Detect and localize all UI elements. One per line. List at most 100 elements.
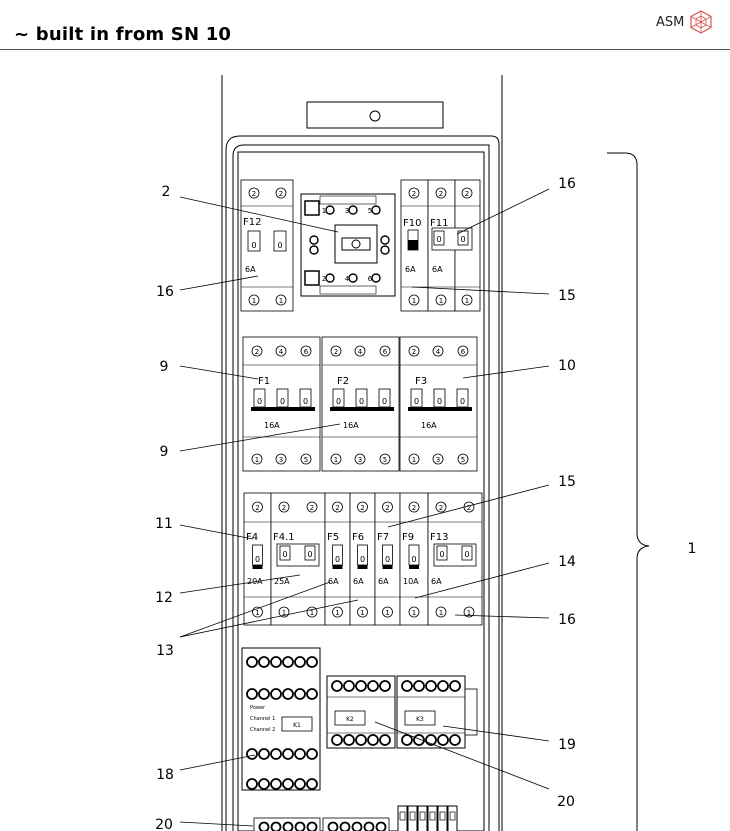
main-switch-screw-bl — [304, 270, 320, 286]
page-title: ~ built in from SN 10 — [14, 24, 232, 45]
brand-name: ASM — [656, 14, 685, 30]
strip-terminal — [327, 821, 339, 831]
strip-terminal — [294, 821, 306, 831]
callout-number: 14 — [558, 554, 576, 570]
switch-f13-b-mark: 0 — [464, 550, 469, 559]
switch-f3-a-mark: 0 — [414, 397, 419, 406]
terminal-top — [408, 501, 420, 513]
switch-f13-a-mark: 0 — [439, 550, 444, 559]
main-switch-bottom-rail — [319, 285, 377, 295]
contactor-terminal — [401, 734, 413, 746]
terminal-bottom-num: 1 — [360, 609, 364, 617]
terminal-top-num: 2 — [467, 504, 471, 512]
contactor-terminal — [367, 680, 379, 692]
leader-line — [179, 196, 339, 233]
switch-f12-a — [247, 230, 261, 252]
switch-f2-a-mark: 0 — [336, 397, 341, 406]
leader-line — [179, 581, 331, 638]
terminal-top — [332, 501, 343, 513]
relay-terminal — [270, 748, 282, 760]
terminal-bottom-num: 1 — [412, 297, 416, 305]
terminal-top-num: 2 — [412, 504, 416, 512]
terminal-top-num: 2 — [282, 504, 286, 512]
relay-terminal — [258, 688, 270, 700]
terminal-top — [252, 501, 263, 513]
mounting-plate — [237, 151, 485, 831]
relay-terminal — [294, 656, 306, 668]
leader-line — [179, 275, 259, 291]
breaker-f3-rating: 16A — [421, 421, 437, 430]
terminal-bottom-num: 1 — [385, 609, 389, 617]
relay-terminal — [306, 656, 318, 668]
terminal-bottom — [432, 453, 444, 465]
terminal-bottom-num: 3 — [436, 456, 440, 464]
leader-line — [179, 599, 359, 638]
contactor-terminal — [331, 734, 343, 746]
terminal-top — [306, 501, 318, 513]
main-switch-top-rail — [319, 195, 377, 205]
leader-line — [179, 754, 256, 771]
breaker-f5-label: F5 — [327, 532, 339, 543]
breaker-f12-label: F12 — [243, 217, 261, 228]
relay-terminal — [282, 778, 294, 790]
terminal-top-num: 2 — [412, 190, 416, 198]
terminal-block-screw — [419, 811, 426, 821]
terminal-bottom — [332, 606, 343, 618]
leader-line — [374, 721, 550, 790]
assembly-brace-icon — [607, 152, 650, 831]
terminal-top-num: 2 — [412, 348, 416, 356]
breaker-f11-label: F11 — [430, 218, 448, 229]
breaker-f9-label: F9 — [402, 532, 414, 543]
leader-line — [179, 574, 301, 594]
contactor-terminal — [437, 680, 449, 692]
contactor-terminal — [379, 734, 391, 746]
relay-terminal — [246, 778, 258, 790]
relay-terminal — [270, 656, 282, 668]
switch-f11-b-mark: 0 — [460, 235, 465, 244]
terminal-bottom — [382, 606, 393, 618]
main-switch-bottom-terminal-label: 2 — [322, 275, 326, 283]
terminal-top — [457, 345, 469, 357]
contactor-terminal — [355, 680, 367, 692]
main-switch-top-terminal — [371, 205, 381, 215]
contactor-k2: K2 — [326, 675, 396, 749]
terminal-bottom — [408, 606, 420, 618]
terminal-bottom — [275, 294, 287, 306]
main-switch-screw-tl — [304, 200, 320, 216]
leader-line — [179, 821, 254, 827]
breaker-f1-label: F1 — [258, 376, 270, 387]
terminal-bottom — [300, 453, 312, 465]
callout-number: 9 — [160, 359, 169, 375]
callout-number: 10 — [558, 358, 576, 374]
terminal-bottom — [357, 606, 368, 618]
terminal-bottom — [435, 294, 447, 306]
callout-number: 2 — [162, 184, 171, 200]
terminal-top-num: 2 — [334, 348, 338, 356]
terminal-block-screw — [429, 811, 436, 821]
main-switch-top-terminal-label: 5 — [368, 207, 372, 215]
contactor-tag — [334, 710, 366, 726]
leader-line — [456, 188, 550, 235]
terminal-bottom — [379, 453, 391, 465]
terminal-top — [408, 345, 420, 357]
terminal-top — [461, 187, 473, 199]
terminal-top-num: 2 — [360, 504, 364, 512]
contactor-tag-text: K3 — [416, 716, 424, 723]
contactor-k3-side-block — [464, 688, 478, 736]
leader-line — [454, 614, 550, 619]
main-switch-bottom-terminal-label: 6 — [368, 275, 373, 283]
main-switch-top-terminal-label: 1 — [322, 207, 326, 215]
terminal-block-screw — [399, 811, 406, 821]
terminal-bottom-num: 1 — [252, 297, 256, 305]
leader-line — [411, 286, 550, 295]
terminal-top-num: 2 — [310, 504, 314, 512]
switch-f4-handle — [252, 565, 263, 569]
strip-terminal — [375, 821, 387, 831]
terminal-bottom — [306, 606, 318, 618]
contactor-terminal — [413, 680, 425, 692]
terminal-bottom — [435, 606, 447, 618]
